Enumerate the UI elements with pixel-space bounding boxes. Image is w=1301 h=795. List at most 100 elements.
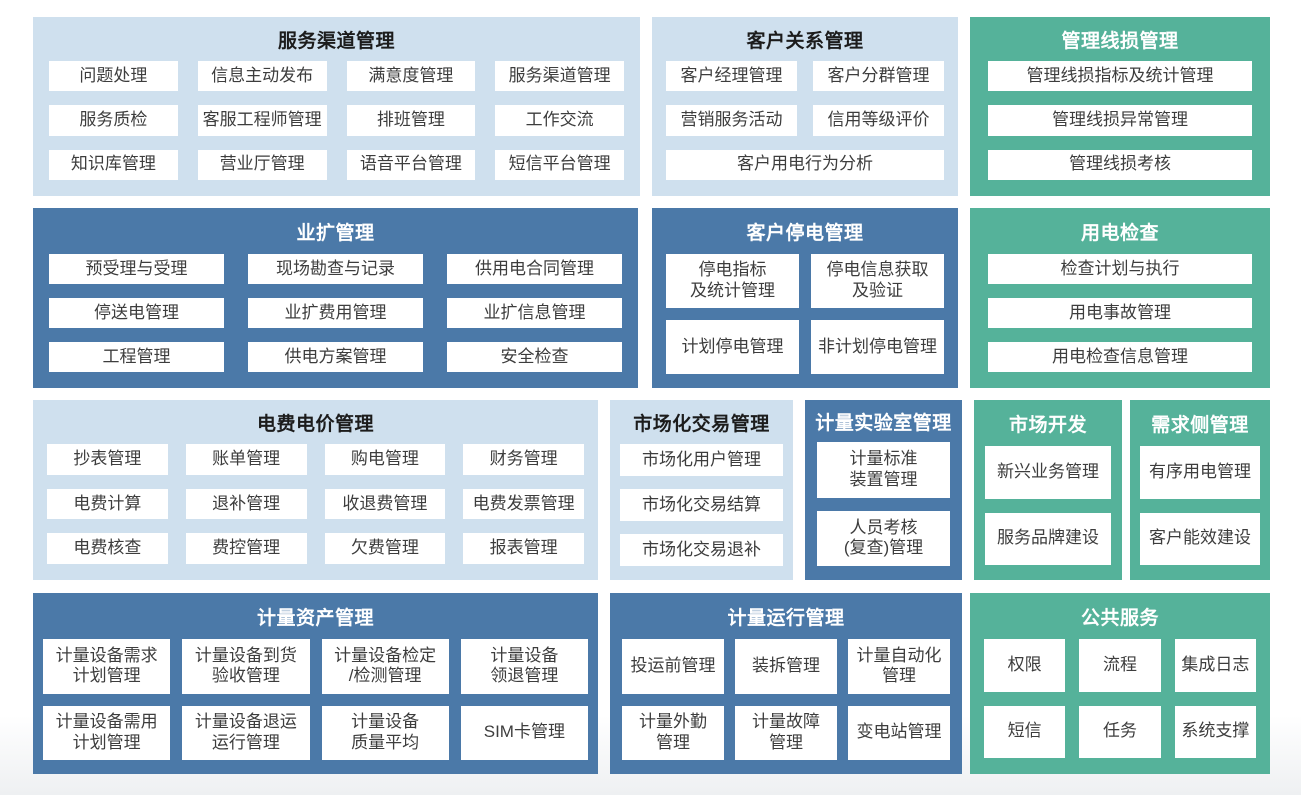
module-item[interactable]: 满意度管理: [346, 61, 476, 92]
block-title-service-channel: 服务渠道管理: [277, 30, 395, 52]
block-items-business-expansion: 预受理与受理现场勘查与记录供用电合同管理停送电管理业扩费用管理业扩信息管理工程管…: [33, 254, 638, 388]
module-item[interactable]: 预受理与受理: [49, 254, 224, 284]
module-item[interactable]: 安全检查: [447, 342, 622, 372]
module-item[interactable]: 检查计划与执行: [988, 254, 1252, 284]
module-item[interactable]: 知识库管理: [49, 149, 178, 180]
module-item[interactable]: 排班管理: [346, 105, 476, 136]
module-item[interactable]: 计量设备需用 计划管理: [43, 705, 171, 760]
block-items-market-dev: 新兴业务管理服务品牌建设: [974, 446, 1122, 580]
module-item[interactable]: 管理线损考核: [988, 149, 1252, 180]
module-item[interactable]: 业扩信息管理: [447, 298, 622, 328]
module-item[interactable]: 系统支撑: [1174, 705, 1256, 758]
module-item[interactable]: 投运前管理: [622, 639, 724, 694]
module-item[interactable]: 业扩费用管理: [248, 298, 423, 328]
module-item[interactable]: 计量设备 质量平均: [321, 705, 449, 760]
module-item[interactable]: 服务质检: [49, 105, 178, 136]
module-item[interactable]: 客户用电行为分析: [666, 149, 944, 180]
block-demand-side: 需求侧管理有序用电管理客户能效建设: [1130, 400, 1270, 580]
module-item[interactable]: 用电事故管理: [988, 298, 1252, 328]
module-item[interactable]: 供电方案管理: [248, 342, 423, 372]
module-item[interactable]: 账单管理: [185, 444, 307, 475]
block-items-customer-relation: 客户经理管理客户分群管理营销服务活动信用等级评价客户用电行为分析: [652, 61, 958, 196]
module-item[interactable]: 市场化用户管理: [620, 444, 783, 476]
module-item[interactable]: 任务: [1079, 705, 1161, 758]
module-item[interactable]: 流程: [1079, 639, 1161, 692]
module-item[interactable]: 计划停电管理: [666, 320, 799, 374]
module-item[interactable]: 管理线损异常管理: [988, 105, 1252, 136]
block-metering-operation: 计量运行管理投运前管理装拆管理计量自动化 管理计量外勤 管理计量故障 管理变电站…: [610, 593, 962, 774]
module-item[interactable]: 客户经理管理: [666, 61, 797, 92]
module-item[interactable]: 权限: [984, 639, 1066, 692]
module-item[interactable]: SIM卡管理: [460, 705, 588, 760]
module-item[interactable]: 计量设备检定 /检测管理: [321, 639, 449, 694]
block-title-demand-side: 需求侧管理: [1151, 414, 1249, 436]
module-item[interactable]: 装拆管理: [735, 639, 837, 694]
module-item[interactable]: 工程管理: [49, 342, 224, 372]
module-item[interactable]: 用电检查信息管理: [988, 342, 1252, 372]
module-item[interactable]: 营业厅管理: [197, 149, 327, 180]
module-item[interactable]: 抄表管理: [47, 444, 168, 475]
module-item[interactable]: 市场化交易退补: [620, 534, 783, 566]
module-item[interactable]: 计量外勤 管理: [622, 705, 724, 760]
module-item[interactable]: 语音平台管理: [346, 149, 476, 180]
module-item[interactable]: 费控管理: [185, 533, 307, 564]
module-item[interactable]: 电费计算: [47, 488, 168, 520]
module-item[interactable]: 财务管理: [463, 444, 584, 475]
module-item[interactable]: 人员考核 (复查)管理: [817, 510, 950, 566]
module-item[interactable]: 停电信息获取 及验证: [811, 254, 944, 308]
module-item[interactable]: 计量标准 装置管理: [817, 442, 950, 498]
block-power-inspection: 用电检查检查计划与执行用电事故管理用电检查信息管理: [970, 208, 1270, 388]
module-item[interactable]: 客服工程师管理: [197, 105, 327, 136]
module-item[interactable]: 信息主动发布: [197, 61, 327, 92]
module-item[interactable]: 现场勘查与记录: [248, 254, 423, 284]
module-item[interactable]: 电费核查: [47, 533, 168, 564]
module-item[interactable]: 计量设备 领退管理: [460, 639, 588, 694]
module-item[interactable]: 停电指标 及统计管理: [666, 254, 799, 308]
block-market-dev: 市场开发新兴业务管理服务品牌建设: [974, 400, 1122, 580]
module-item[interactable]: 信用等级评价: [813, 105, 944, 136]
module-item[interactable]: 管理线损指标及统计管理: [988, 61, 1252, 92]
block-items-line-loss: 管理线损指标及统计管理管理线损异常管理管理线损考核: [970, 61, 1270, 196]
module-item[interactable]: 电费发票管理: [463, 488, 584, 520]
block-line-loss: 管理线损管理管理线损指标及统计管理管理线损异常管理管理线损考核: [970, 17, 1270, 196]
module-item[interactable]: 报表管理: [463, 533, 584, 564]
block-title-customer-outage: 客户停电管理: [746, 222, 864, 244]
module-item[interactable]: 计量设备退运 运行管理: [182, 705, 310, 760]
block-market-trade: 市场化交易管理市场化用户管理市场化交易结算市场化交易退补: [610, 400, 793, 580]
module-item[interactable]: 计量自动化 管理: [848, 639, 950, 694]
block-items-market-trade: 市场化用户管理市场化交易结算市场化交易退补: [610, 444, 793, 580]
module-item[interactable]: 有序用电管理: [1140, 446, 1260, 499]
module-item[interactable]: 计量故障 管理: [735, 705, 837, 760]
module-item[interactable]: 客户分群管理: [813, 61, 944, 92]
module-item[interactable]: 短信平台管理: [495, 149, 624, 180]
module-item[interactable]: 新兴业务管理: [985, 446, 1111, 499]
module-item[interactable]: 非计划停电管理: [811, 320, 944, 374]
module-item[interactable]: 停送电管理: [49, 298, 224, 328]
block-items-billing-price: 抄表管理账单管理购电管理财务管理电费计算退补管理收退费管理电费发票管理电费核查费…: [33, 444, 598, 580]
block-title-business-expansion: 业扩管理: [296, 222, 375, 244]
module-item[interactable]: 工作交流: [495, 105, 624, 136]
module-item[interactable]: 收退费管理: [324, 488, 446, 520]
module-item[interactable]: 供用电合同管理: [447, 254, 622, 284]
module-item[interactable]: 问题处理: [49, 61, 178, 92]
module-item[interactable]: 变电站管理: [848, 705, 950, 760]
module-item[interactable]: 服务品牌建设: [985, 512, 1111, 565]
module-item[interactable]: 客户能效建设: [1140, 512, 1260, 565]
module-item[interactable]: 欠费管理: [324, 533, 446, 564]
block-customer-relation: 客户关系管理客户经理管理客户分群管理营销服务活动信用等级评价客户用电行为分析: [652, 17, 958, 196]
block-service-channel: 服务渠道管理问题处理信息主动发布满意度管理服务渠道管理服务质检客服工程师管理排班…: [33, 17, 640, 196]
block-title-customer-relation: 客户关系管理: [746, 30, 864, 52]
block-title-power-inspection: 用电检查: [1080, 222, 1159, 244]
module-item[interactable]: 营销服务活动: [666, 105, 797, 136]
module-item[interactable]: 退补管理: [185, 488, 307, 520]
module-item[interactable]: 市场化交易结算: [620, 489, 783, 521]
module-item[interactable]: 集成日志: [1174, 639, 1256, 692]
module-item[interactable]: 计量设备到货 验收管理: [182, 639, 310, 694]
block-title-market-dev: 市场开发: [1008, 414, 1087, 436]
block-items-service-channel: 问题处理信息主动发布满意度管理服务渠道管理服务质检客服工程师管理排班管理工作交流…: [33, 61, 640, 196]
module-item[interactable]: 计量设备需求 计划管理: [43, 639, 171, 694]
module-item[interactable]: 服务渠道管理: [495, 61, 624, 92]
module-item[interactable]: 购电管理: [324, 444, 446, 475]
module-item[interactable]: 短信: [984, 705, 1066, 758]
block-items-demand-side: 有序用电管理客户能效建设: [1130, 446, 1270, 580]
